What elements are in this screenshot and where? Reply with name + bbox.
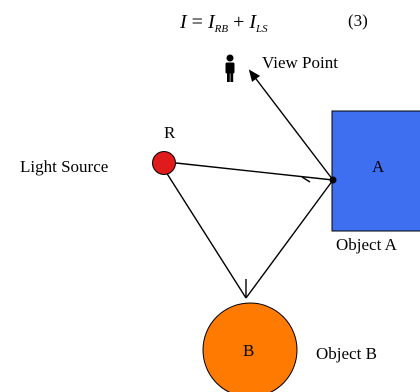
object-b-letter: B	[243, 341, 254, 360]
person-icon	[225, 54, 235, 82]
object-b-circle	[202, 302, 298, 392]
eq-term2-base: I	[248, 11, 257, 33]
ray-b-to-a	[245, 179, 334, 299]
light-source-circle	[152, 151, 176, 175]
eq-plus: +	[228, 11, 249, 33]
ray-light-to-a	[175, 162, 334, 181]
eq-equals: =	[187, 11, 208, 33]
equation-number: (3)	[348, 11, 368, 30]
eq-term2-sub: LS	[255, 23, 268, 35]
normal-tick-a	[301, 176, 311, 183]
object-a-caption: Object A	[336, 235, 398, 254]
object-b-caption: Object B	[316, 344, 377, 363]
reflection-point-a	[329, 176, 337, 184]
svg-text:I = IRB + ILS: I = IRB + ILS	[179, 11, 268, 35]
light-source-letter: R	[164, 123, 176, 142]
eq-lhs: I	[179, 11, 188, 33]
view-point-label: View Point	[262, 53, 338, 72]
object-a-square	[331, 110, 420, 232]
object-a-letter: A	[372, 157, 385, 176]
eq-term1-sub: RB	[214, 23, 229, 35]
equation: I = IRB + ILS (3)	[179, 11, 368, 35]
rays	[165, 69, 334, 299]
reflected-ray-to-viewer	[248, 69, 334, 181]
eq-term1-base: I	[207, 11, 216, 33]
light-source-label: Light Source	[20, 157, 108, 176]
ray-light-to-b	[165, 171, 247, 299]
